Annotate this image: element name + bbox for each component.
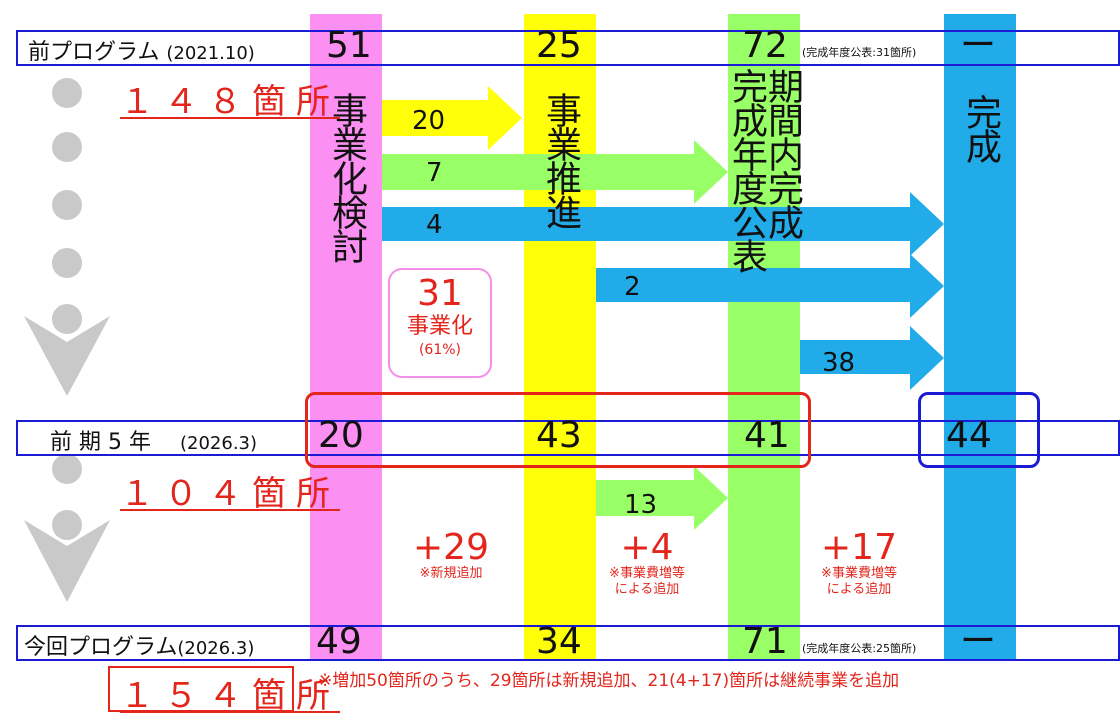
total-prev: １４８箇所 xyxy=(120,82,340,122)
addition-suishin-note1: ※事業費増等 xyxy=(609,566,685,581)
arrow-kentou-to-suishin xyxy=(382,86,522,150)
jigyouka-label: 事業化 xyxy=(406,314,473,339)
column-kikan-heading-a: 期間内完成 xyxy=(762,68,803,238)
mid-kikan-value: 41 xyxy=(744,415,790,456)
addition-suishin-value: +4 xyxy=(620,527,674,568)
total-now: １５４箇所 xyxy=(120,676,340,716)
column-kentou xyxy=(310,14,382,660)
arrow-kentou-to-kikan xyxy=(382,140,728,204)
addition-suishin: +4 ※事業費増等 による追加 xyxy=(592,530,702,598)
now-kentou-value: 49 xyxy=(316,621,362,662)
timeline-dot xyxy=(52,78,82,108)
prev-kansei-value: ー xyxy=(960,25,997,66)
footnote: ※増加50箇所のうち、29箇所は新規追加、21(4+17)箇所は継続事業を追加 xyxy=(318,671,900,691)
arrow-kikan-to-kansei xyxy=(800,326,944,390)
jigyouka-count: 31 xyxy=(417,273,463,314)
addition-suishin-note2: による追加 xyxy=(614,582,680,597)
mid-suishin-value: 43 xyxy=(536,415,582,456)
timeline-dot xyxy=(52,454,82,484)
column-kentou-heading: 事業化検討 xyxy=(326,92,367,262)
now-suishin-value: 34 xyxy=(536,621,582,662)
total-mid: １０４箇所 xyxy=(120,474,340,514)
mid-kansei-value: 44 xyxy=(946,415,992,456)
timeline-arrow-down-icon xyxy=(24,316,110,396)
column-suishin-heading: 事業推進 xyxy=(540,92,581,228)
arrow-value-2: 7 xyxy=(426,158,443,188)
addition-kikan-note1: ※事業費増等 xyxy=(821,566,897,581)
arrow-value-5: 38 xyxy=(822,348,856,378)
timeline-dot xyxy=(52,190,82,220)
timeline-arrow-down-icon xyxy=(24,520,110,602)
timeline-dot xyxy=(52,248,82,278)
column-kansei xyxy=(944,14,1016,660)
total-now-box xyxy=(108,666,294,712)
row-frame-now xyxy=(16,625,1120,661)
timeline-dot xyxy=(52,132,82,162)
timeline-dot xyxy=(52,304,82,334)
arrow-value-1: 20 xyxy=(412,106,446,136)
arrow-kentou-to-kansei xyxy=(382,192,944,256)
prev-kentou-value: 51 xyxy=(326,25,372,66)
now-kansei-value: ー xyxy=(960,621,997,662)
jigyouka-pct: (61%) xyxy=(418,342,462,358)
prev-kikan-value: 72 xyxy=(742,25,788,66)
arrow-value-6: 13 xyxy=(624,490,658,520)
arrow-suishin-to-kansei xyxy=(596,254,944,318)
row-prev-label: 前プログラム (2021.10) xyxy=(28,40,255,65)
arrow-value-4: 2 xyxy=(624,272,641,302)
jigyouka-box: 31 事業化 (61%) xyxy=(388,268,492,378)
addition-kikan-value: +17 xyxy=(821,527,897,568)
addition-kikan: +17 ※事業費増等 による追加 xyxy=(804,530,914,598)
now-kikan-note: (完成年度公表:25箇所) xyxy=(802,642,917,655)
row-now-label: 今回プログラム(2026.3) xyxy=(24,635,255,660)
arrow-value-3: 4 xyxy=(426,210,443,240)
prev-suishin-value: 25 xyxy=(536,25,582,66)
prev-kikan-note: (完成年度公表:31箇所) xyxy=(802,46,917,59)
column-kikan-heading-b: 完成年度公表 xyxy=(726,68,767,272)
row-frame-prev xyxy=(16,30,1120,66)
timeline-dot xyxy=(52,510,82,540)
addition-kikan-note2: による追加 xyxy=(826,582,892,597)
arrow-suishin-to-kikan xyxy=(596,466,728,530)
highlight-frame-blue xyxy=(918,392,1040,468)
addition-kentou-value: +29 xyxy=(413,527,489,568)
highlight-frame-red xyxy=(305,392,811,468)
row-mid-label: 前 期 5 年 (2026.3) xyxy=(50,430,258,455)
column-suishin xyxy=(524,14,596,660)
mid-kentou-value: 20 xyxy=(318,415,364,456)
addition-kentou-note: ※新規追加 xyxy=(419,566,483,581)
column-kikan xyxy=(728,14,800,660)
now-kikan-value: 71 xyxy=(742,621,788,662)
column-kansei-heading: 完成 xyxy=(960,94,1001,162)
row-frame-mid xyxy=(16,420,1120,456)
addition-kentou: +29 ※新規追加 xyxy=(396,530,506,582)
